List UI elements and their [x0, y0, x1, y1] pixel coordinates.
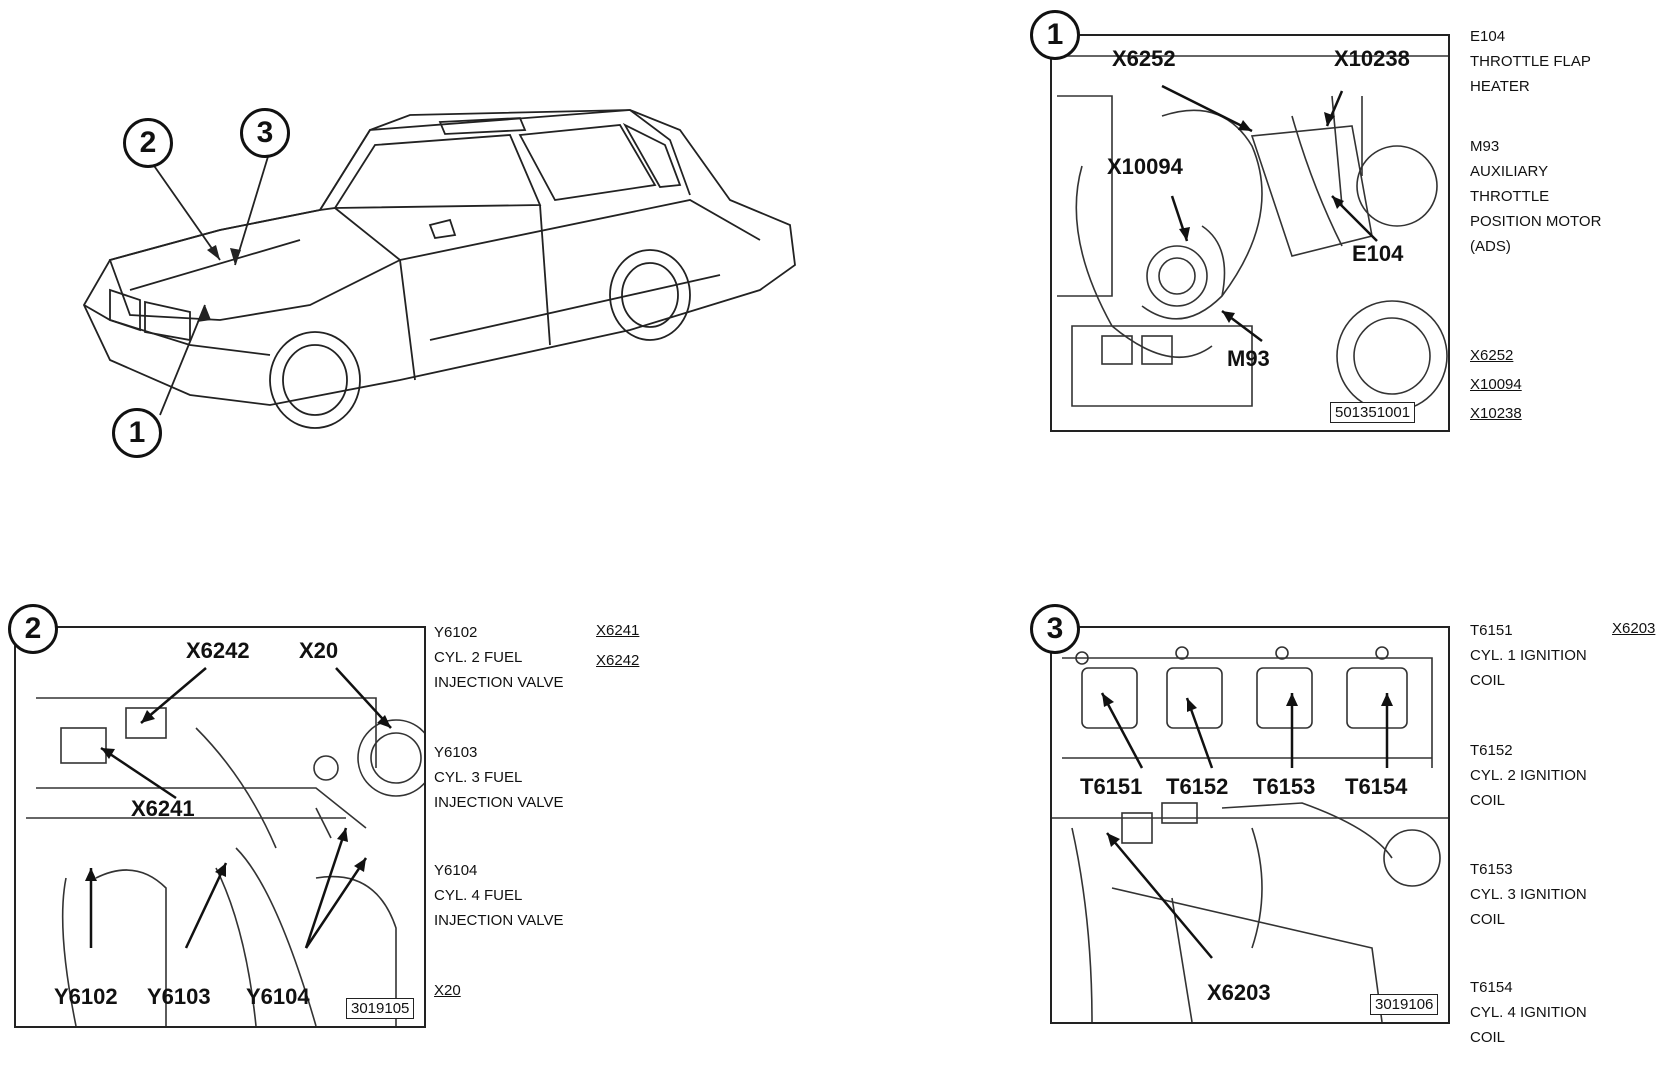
panel-1-legend-m93: M93 AUXILIARY THROTTLE POSITION MOTOR (A… [1470, 134, 1601, 259]
legend-line: HEATER [1470, 78, 1530, 95]
legend-line: THROTTLE FLAP [1470, 53, 1591, 70]
panel-1-legend-e104: E104 THROTTLE FLAP HEATER [1470, 24, 1591, 99]
legend-code: T6153 [1470, 861, 1513, 878]
legend-line: THROTTLE [1470, 188, 1550, 205]
legend-line: CYL. 2 IGNITION [1470, 767, 1587, 784]
label-y6102: Y6102 [54, 984, 118, 1009]
figure-number: 501351001 [1330, 402, 1416, 423]
connector-x6242: X6242 [596, 652, 640, 669]
legend-line: COIL [1470, 672, 1506, 689]
connector-x10094: X10094 [1470, 376, 1522, 393]
label-y6104: Y6104 [246, 984, 310, 1009]
legend-line: COIL [1470, 792, 1506, 809]
car-overview: 1 2 3 [70, 90, 810, 510]
label-x10094: X10094 [1107, 154, 1183, 179]
panel-2-legend-y6104: Y6104 CYL. 4 FUEL INJECTION VALVE [434, 858, 563, 933]
label-x6252: X6252 [1112, 46, 1176, 71]
legend-line: INJECTION VALVE [434, 794, 564, 811]
legend-line: CYL. 4 FUEL [434, 887, 523, 904]
label-x6242: X6242 [186, 638, 250, 663]
panel-1-engine-drawing [1052, 55, 1448, 412]
panel-3-legend-t6151: T6151 CYL. 1 IGNITION COIL [1470, 618, 1587, 693]
panel-3-photo: T6151 T6152 T6153 T6154 X6203 3019106 [1050, 626, 1450, 1024]
legend-code: M93 [1470, 138, 1500, 155]
connector-x20: X20 [434, 982, 461, 999]
legend-line: COIL [1470, 911, 1506, 928]
label-t6154: T6154 [1345, 774, 1408, 799]
legend-code: Y6104 [434, 862, 478, 879]
legend-line: AUXILIARY [1470, 163, 1549, 180]
legend-line: COIL [1470, 1029, 1506, 1046]
panel-1-number: 1 [1030, 10, 1080, 60]
label-t6153: T6153 [1253, 774, 1316, 799]
label-m93: M93 [1227, 346, 1270, 371]
panel-3-engine-drawing [1052, 646, 1448, 1022]
panel-2-number: 2 [8, 604, 58, 654]
panel-3-number: 3 [1030, 604, 1080, 654]
callout-2: 2 [123, 118, 173, 168]
label-t6152: T6152 [1166, 774, 1229, 799]
panel-2-photo: X6242 X20 X6241 Y6102 Y6103 Y6104 301910… [14, 626, 426, 1028]
label-e104: E104 [1352, 241, 1404, 266]
legend-line: CYL. 3 FUEL [434, 769, 523, 786]
label-x10238: X10238 [1334, 46, 1410, 71]
panel-1-photo: X6252 X10238 X10094 E104 M93 501351001 [1050, 34, 1450, 432]
legend-line: (ADS) [1470, 238, 1511, 255]
panel-2-legend-y6103: Y6103 CYL. 3 FUEL INJECTION VALVE [434, 740, 563, 815]
connector-x10238: X10238 [1470, 405, 1522, 422]
legend-code: T6151 [1470, 622, 1513, 639]
panel-3-legend-t6153: T6153 CYL. 3 IGNITION COIL [1470, 857, 1587, 932]
callout-3: 3 [240, 108, 290, 158]
label-x6241: X6241 [131, 796, 195, 821]
legend-code: Y6102 [434, 624, 478, 641]
connector-x6203: X6203 [1612, 620, 1656, 637]
figure-number: 3019106 [1370, 994, 1439, 1015]
legend-line: INJECTION VALVE [434, 912, 564, 929]
legend-line: POSITION MOTOR [1470, 213, 1602, 230]
panel-3-legend-t6154: T6154 CYL. 4 IGNITION COIL [1470, 975, 1587, 1050]
panel-2-engine-drawing [26, 667, 424, 1026]
legend-line: CYL. 4 IGNITION [1470, 1004, 1587, 1021]
legend-line: CYL. 2 FUEL [434, 649, 523, 666]
legend-code: T6152 [1470, 742, 1513, 759]
label-x20: X20 [299, 638, 339, 663]
figure-number: 3019105 [346, 998, 415, 1019]
legend-line: CYL. 3 IGNITION [1470, 886, 1587, 903]
legend-code: Y6103 [434, 744, 478, 761]
panel-3-legend-t6152: T6152 CYL. 2 IGNITION COIL [1470, 738, 1587, 813]
connector-x6241: X6241 [596, 622, 640, 639]
legend-code: E104 [1470, 28, 1506, 45]
callout-1: 1 [112, 408, 162, 458]
car-drawing [82, 109, 796, 429]
label-t6151: T6151 [1080, 774, 1143, 799]
panel-2-legend-y6102: Y6102 CYL. 2 FUEL INJECTION VALVE [434, 620, 563, 695]
legend-code: T6154 [1470, 979, 1513, 996]
label-y6103: Y6103 [147, 984, 211, 1009]
connector-x6252: X6252 [1470, 347, 1514, 364]
legend-line: INJECTION VALVE [434, 674, 564, 691]
label-x6203: X6203 [1207, 980, 1271, 1005]
legend-line: CYL. 1 IGNITION [1470, 647, 1587, 664]
